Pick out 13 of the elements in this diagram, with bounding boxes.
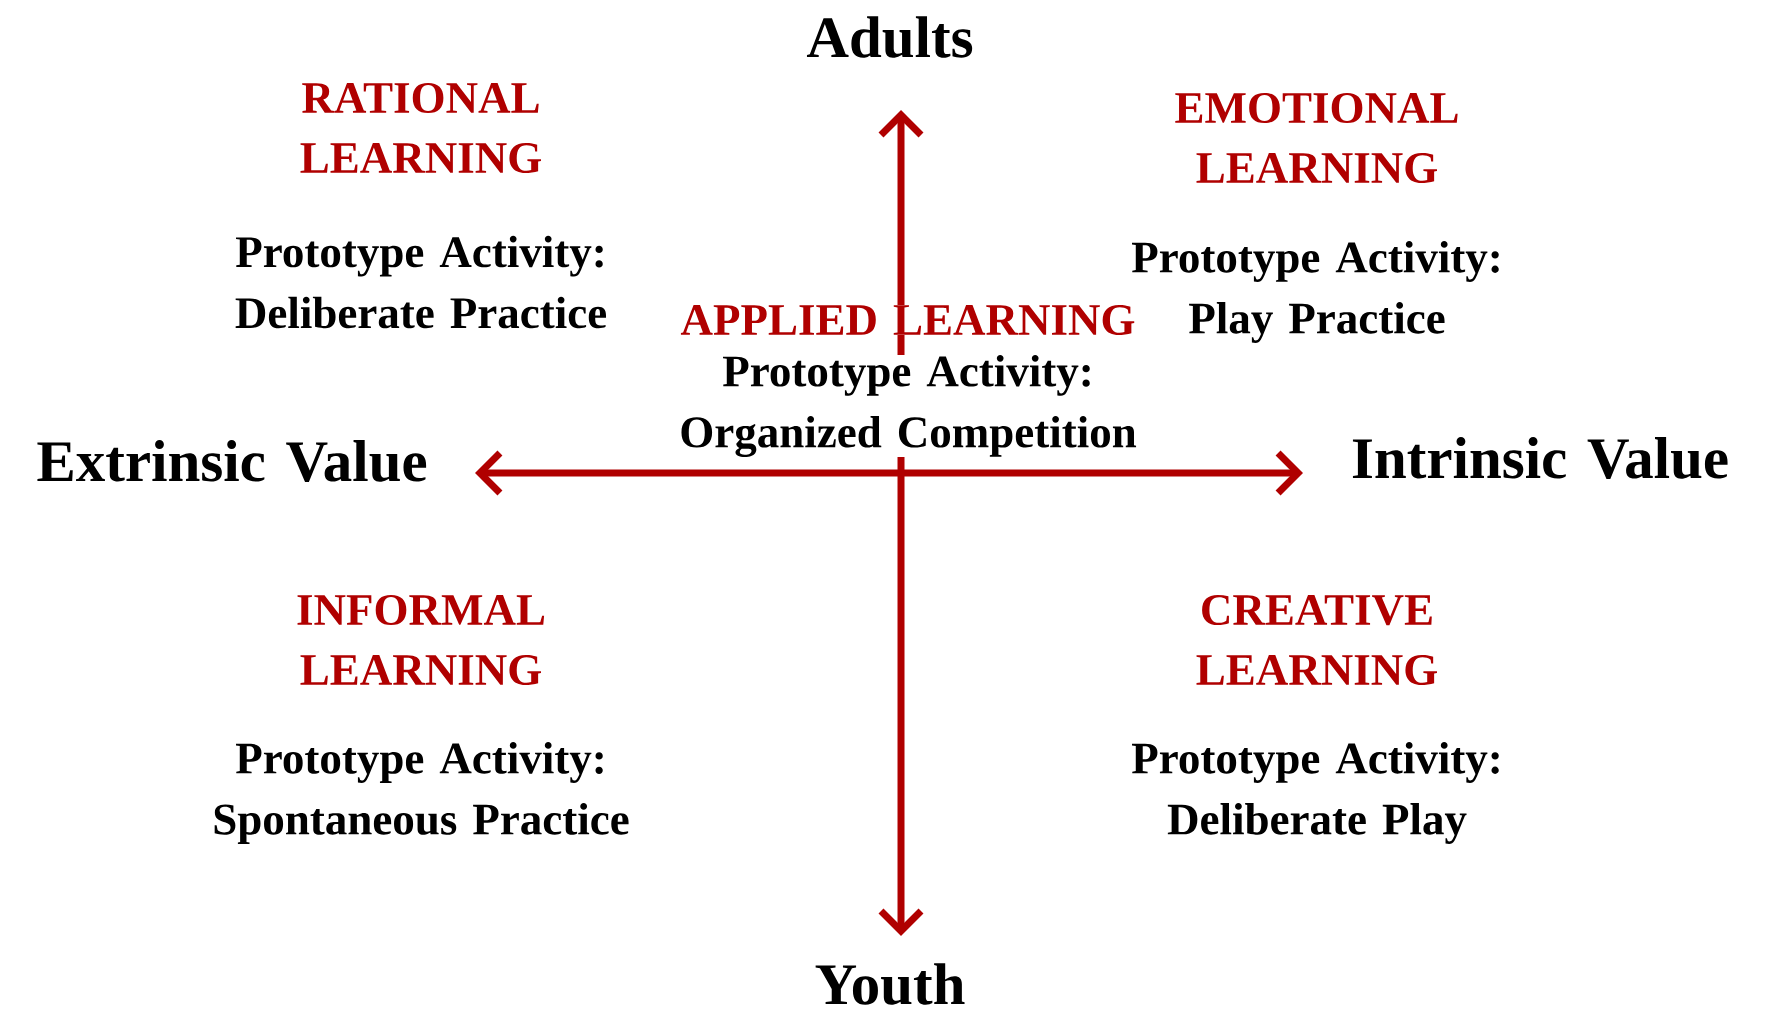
quadrant-title: APPLIED LEARNING	[668, 304, 1148, 336]
activity-text: Prototype Activity: Spontaneous Practice	[214, 742, 629, 844]
axis-label: Extrinsic Value	[37, 440, 427, 482]
quadrant-title: CREATIVE LEARNING	[1196, 594, 1437, 686]
activity-text: Prototype Activity: Organized Competition	[668, 354, 1148, 458]
quadrant-title: RATIONAL LEARNING	[300, 82, 541, 174]
axis-label: Intrinsic Value	[1352, 437, 1728, 479]
quadrant-title: INFORMAL LEARNING	[297, 594, 545, 686]
axis-label: Adults	[806, 16, 973, 58]
activity-text: Prototype Activity: Deliberate Play	[1132, 742, 1499, 844]
axis-label: Youth	[815, 963, 965, 1005]
quadrant-title: EMOTIONAL LEARNING	[1175, 92, 1458, 184]
activity-text: Prototype Activity: Deliberate Practice	[235, 235, 606, 329]
